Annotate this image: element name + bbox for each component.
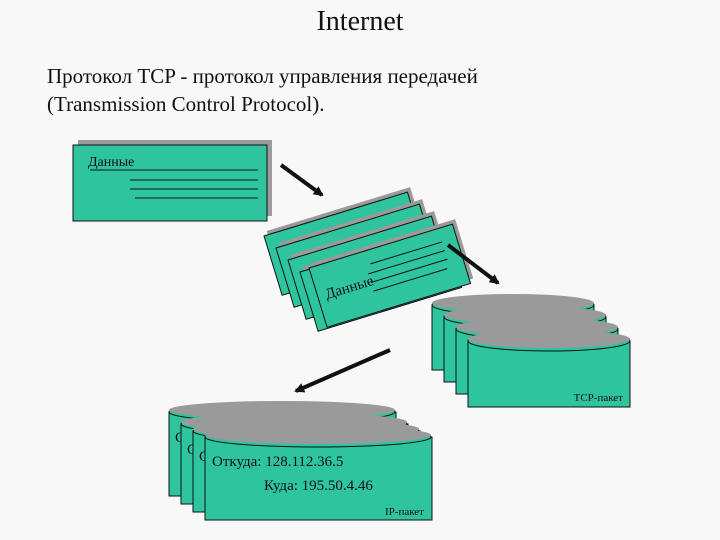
ip-from-address: Откуда: 128.112.36.5 [212, 454, 343, 470]
slide-subtitle: Протокол TCP - протокол управления перед… [47, 62, 478, 118]
data-card: Данные [72, 140, 272, 222]
ip-packet-label: IP-пакет [385, 506, 424, 518]
ip-to-address: Куда: 195.50.4.46 [264, 478, 373, 494]
slide-title: Internet [316, 6, 404, 37]
ip-packet-stack: О О О Откуда: 128.112.36.5 Куда: 195.50.… [168, 401, 433, 521]
arrow-segments-to-tcp [446, 243, 500, 285]
arrow-data-to-segments [279, 163, 324, 197]
subtitle-line-1: Протокол TCP - протокол управления перед… [47, 64, 478, 88]
tcp-packet-stack: TCP-пакет [431, 294, 631, 408]
data-card-body [72, 144, 268, 222]
tcp-packet-label: TCP-пакет [574, 392, 624, 404]
data-card-label: Данные [88, 155, 134, 170]
subtitle-line-2: (Transmission Control Protocol). [47, 92, 325, 116]
ip-cylinder-front: Откуда: 128.112.36.5 Куда: 195.50.4.46 I… [204, 426, 433, 521]
tcp-cylinder-front: TCP-пакет [467, 330, 631, 408]
segment-stack: Данные [263, 187, 474, 332]
segment-card-front: Данные [308, 219, 474, 328]
arrow-tcp-to-ip [294, 348, 391, 393]
